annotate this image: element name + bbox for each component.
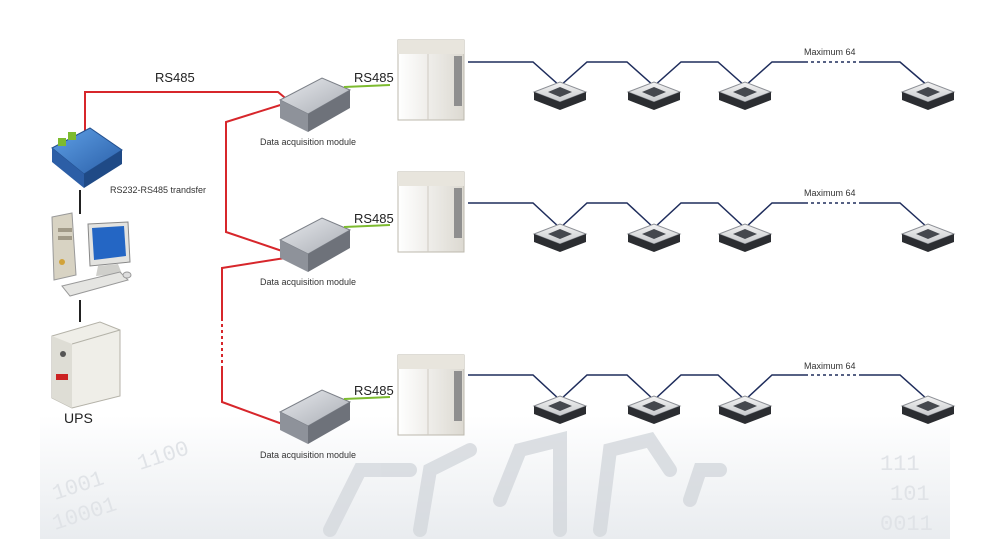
cassette-unit-icon <box>626 223 682 252</box>
cassette-unit-icon <box>717 81 773 110</box>
indoor-lines-3 <box>468 374 929 402</box>
background-watermark: 1001 10001 1100 111 101 0011 <box>40 415 950 539</box>
cassette-unit-icon <box>532 223 588 252</box>
module-label-2: Data acquisition module <box>260 277 357 287</box>
svg-text:111: 111 <box>880 452 920 477</box>
cassette-unit-icon <box>626 81 682 110</box>
outdoor-unit-2 <box>397 171 465 253</box>
max-label-2: Maximum 64 <box>804 188 856 198</box>
rs485-label-1: RS485 <box>354 70 394 85</box>
converter-label: RS232-RS485 trandsfer <box>110 185 207 195</box>
cassette-unit-icon <box>717 223 773 252</box>
cassette-unit-icon <box>532 395 588 424</box>
cassette-unit-icon <box>532 81 588 110</box>
cassette-unit-icon <box>900 81 956 110</box>
computer-icon <box>51 212 132 297</box>
outdoor-unit-3 <box>397 354 465 436</box>
module-2 <box>278 217 352 272</box>
cassette-unit-icon <box>900 395 956 424</box>
rs485-label-3: RS485 <box>354 383 394 398</box>
svg-text:0011: 0011 <box>880 512 933 537</box>
module-label-1: Data acquisition module <box>260 137 357 147</box>
module-label-3: Data acquisition module <box>260 450 357 460</box>
indoor-lines-1 <box>468 61 929 88</box>
cassette-units <box>532 81 956 424</box>
max-label-3: Maximum 64 <box>804 361 856 371</box>
cassette-unit-icon <box>717 395 773 424</box>
converter-icon <box>51 127 123 188</box>
module-1 <box>278 77 352 132</box>
ups-label: UPS <box>64 410 93 426</box>
green-links <box>343 84 391 400</box>
cassette-unit-icon <box>900 223 956 252</box>
indoor-lines-2 <box>468 202 929 230</box>
module-3 <box>278 389 352 444</box>
outdoor-unit-1 <box>397 39 465 121</box>
rs485-bus <box>84 91 291 426</box>
rs485-label-2: RS485 <box>354 211 394 226</box>
svg-text:101: 101 <box>890 482 930 507</box>
max-label-1: Maximum 64 <box>804 47 856 57</box>
cassette-unit-icon <box>626 395 682 424</box>
rs485-top-label: RS485 <box>155 70 195 85</box>
ups-icon <box>51 321 121 409</box>
